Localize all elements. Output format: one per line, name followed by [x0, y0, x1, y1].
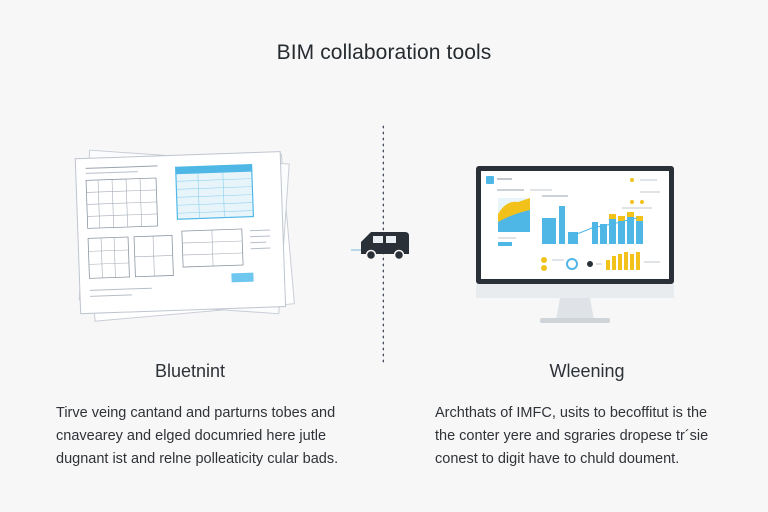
right-heading: Wleening [549, 361, 625, 381]
vehicle-icon [351, 232, 409, 261]
page-title: BIM collaboration tools [276, 41, 492, 64]
blueprint-documents-icon [74, 149, 295, 322]
left-heading: Bluetnint [154, 361, 226, 381]
right-description: Archthats of IMFC, usits to becoffitut i… [435, 402, 735, 471]
monitor-dashboard-icon [476, 166, 674, 323]
left-line-2: cnavearey and elged documried here jutle [56, 428, 327, 444]
left-description: Tirve veing cantand and parturns tobes a… [56, 402, 376, 471]
right-line-1: Archthats of IMFC, usits to becoffitut i… [435, 405, 708, 421]
right-line-3: conest to digit have to chuld doument. [435, 451, 680, 467]
right-line-2: the conter yere and sgraries dropese tr´… [435, 428, 709, 444]
left-line-1: Tirve veing cantand and parturns tobes a… [56, 405, 336, 421]
left-line-3: dugnant ist and relne polleaticity cular… [56, 451, 339, 467]
